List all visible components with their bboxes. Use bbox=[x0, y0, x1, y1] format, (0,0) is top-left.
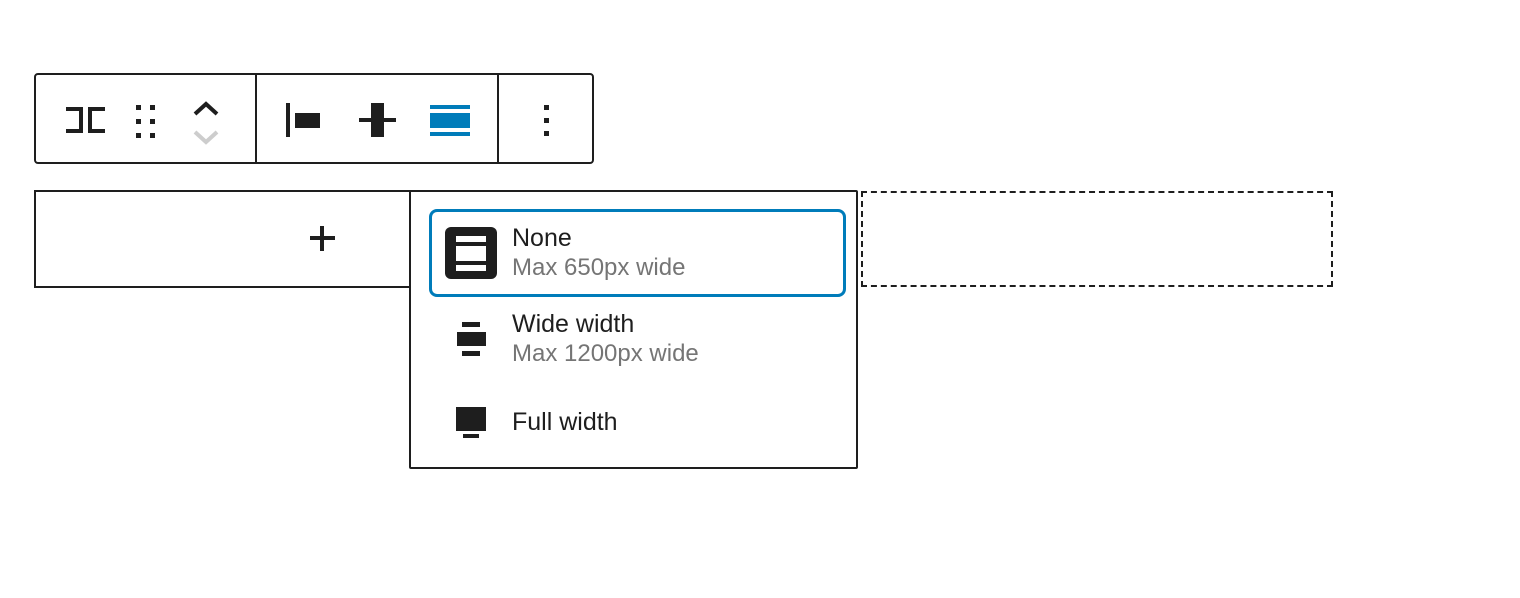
align-none-icon bbox=[430, 104, 470, 136]
menu-item-wide-width[interactable]: Wide width Max 1200px wide bbox=[429, 302, 840, 376]
vertical-alignment-button[interactable] bbox=[346, 88, 408, 152]
columns-block-icon bbox=[65, 107, 105, 133]
plus-icon bbox=[309, 225, 335, 251]
chevron-down-icon bbox=[193, 130, 219, 145]
menu-item-full-width[interactable]: Full width bbox=[429, 386, 840, 458]
vertical-align-center-icon bbox=[358, 103, 396, 137]
menu-item-label: Full width bbox=[512, 408, 618, 436]
chevron-up-icon bbox=[193, 100, 219, 115]
drag-handle-icon bbox=[135, 104, 155, 138]
justify-items-left-button[interactable] bbox=[271, 88, 335, 152]
toolbar-divider bbox=[497, 73, 499, 164]
options-button[interactable] bbox=[521, 88, 571, 152]
justify-left-icon bbox=[286, 103, 320, 137]
align-none-icon bbox=[445, 227, 497, 279]
align-full-icon bbox=[456, 406, 486, 438]
menu-item-label: Wide width bbox=[512, 310, 635, 338]
menu-item-help: Max 650px wide bbox=[512, 254, 686, 281]
block-toolbar bbox=[34, 73, 594, 164]
block-switcher-button[interactable] bbox=[57, 92, 113, 148]
placeholder-column[interactable] bbox=[861, 191, 1333, 287]
move-down-button[interactable] bbox=[185, 122, 227, 152]
kebab-menu-icon bbox=[543, 104, 549, 136]
move-up-button[interactable] bbox=[185, 93, 227, 123]
toolbar-divider bbox=[255, 73, 257, 164]
menu-item-align-none[interactable]: None Max 650px wide bbox=[429, 209, 846, 297]
menu-item-label: None bbox=[512, 224, 572, 252]
align-dropdown-menu: None Max 650px wide Wide width Max 1200p… bbox=[409, 190, 858, 469]
align-button[interactable] bbox=[416, 88, 484, 152]
drag-handle[interactable] bbox=[126, 95, 164, 147]
menu-item-help: Max 1200px wide bbox=[512, 340, 699, 367]
align-wide-icon bbox=[456, 322, 486, 356]
block-appender-button[interactable] bbox=[296, 213, 348, 263]
